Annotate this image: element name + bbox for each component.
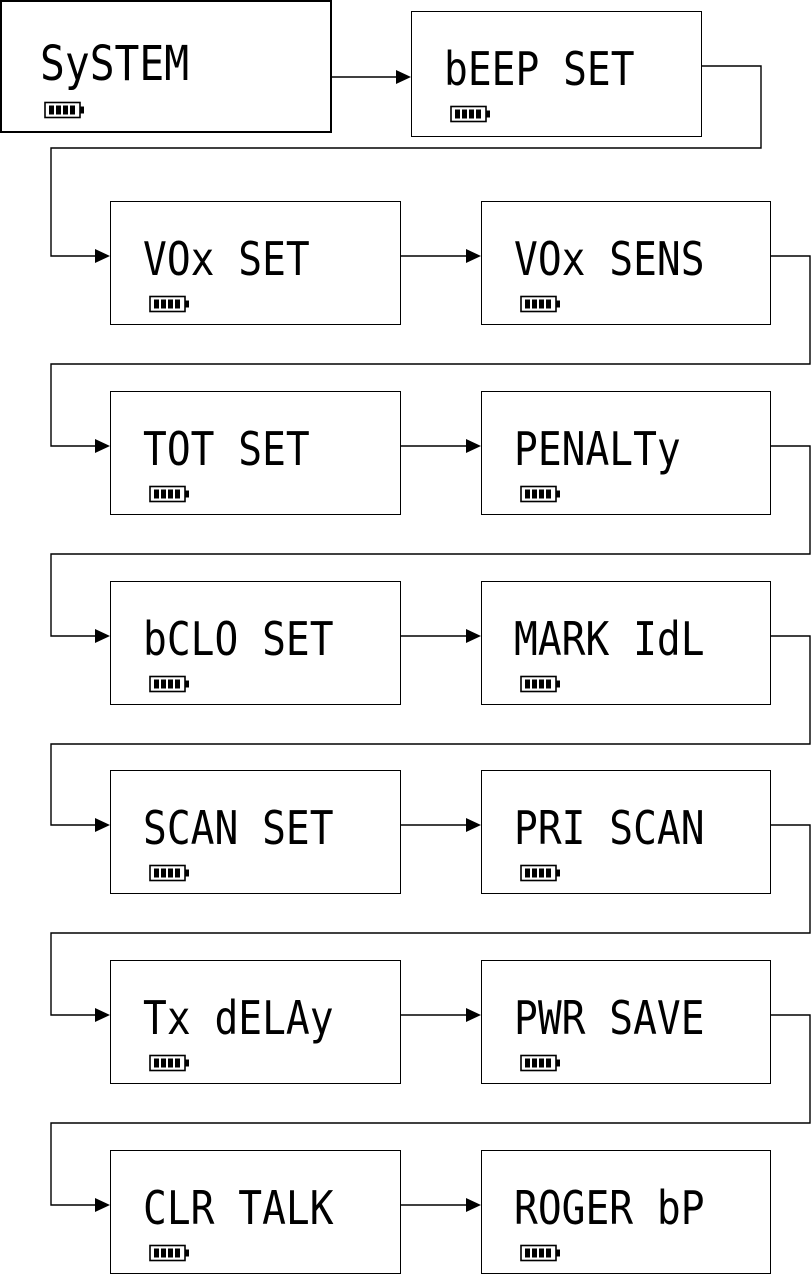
screen-label: CLR TALK bbox=[143, 1185, 334, 1231]
battery-icon bbox=[149, 864, 191, 882]
arrow-head bbox=[95, 1198, 110, 1212]
lcd-screen-tx-delay: Tx dELAy bbox=[110, 960, 401, 1084]
arrow-head bbox=[95, 629, 110, 643]
battery-icon bbox=[520, 295, 562, 313]
battery-icon bbox=[520, 1244, 562, 1262]
battery-icon bbox=[520, 864, 562, 882]
battery-icon bbox=[520, 1054, 562, 1072]
screen-label: MARK IdL bbox=[514, 616, 705, 662]
screen-label: VOx SET bbox=[143, 236, 310, 282]
arrow-head bbox=[95, 1008, 110, 1022]
arrow-head bbox=[396, 70, 411, 84]
lcd-screen-scan-set: SCAN SET bbox=[110, 770, 401, 894]
screen-label: PENALTy bbox=[514, 426, 681, 472]
arrow-head bbox=[466, 1008, 481, 1022]
lcd-screen-pwr-save: PWR SAVE bbox=[481, 960, 771, 1084]
battery-icon bbox=[149, 675, 191, 693]
lcd-screen-system: SySTEM bbox=[0, 0, 332, 133]
screen-label: Tx dELAy bbox=[143, 995, 334, 1041]
battery-icon bbox=[520, 485, 562, 503]
arrow-head bbox=[95, 249, 110, 263]
screen-label: SCAN SET bbox=[143, 805, 334, 851]
lcd-screen-roger-bp: ROGER bP bbox=[481, 1150, 771, 1274]
screen-label: PWR SAVE bbox=[514, 995, 705, 1041]
arrow-head bbox=[466, 1198, 481, 1212]
lcd-screen-vox-set: VOx SET bbox=[110, 201, 401, 325]
lcd-screen-clr-talk: CLR TALK bbox=[110, 1150, 401, 1274]
arrow-head bbox=[466, 249, 481, 263]
lcd-screen-beep-set: bEEP SET bbox=[411, 11, 702, 137]
lcd-screen-bclo-set: bCLO SET bbox=[110, 581, 401, 705]
arrow-head bbox=[95, 439, 110, 453]
battery-icon bbox=[149, 485, 191, 503]
lcd-screen-penalty: PENALTy bbox=[481, 391, 771, 515]
battery-icon bbox=[149, 1054, 191, 1072]
screen-label: VOx SENS bbox=[514, 236, 705, 282]
arrow-head bbox=[95, 818, 110, 832]
screen-label: bEEP SET bbox=[444, 46, 635, 92]
battery-icon bbox=[149, 1244, 191, 1262]
arrow-head bbox=[466, 439, 481, 453]
battery-icon bbox=[520, 675, 562, 693]
screen-label: ROGER bP bbox=[514, 1185, 705, 1231]
arrow-head bbox=[466, 818, 481, 832]
screen-label: PRI SCAN bbox=[514, 805, 705, 851]
battery-icon bbox=[44, 101, 86, 119]
arrow-head bbox=[466, 629, 481, 643]
battery-icon bbox=[450, 105, 492, 123]
lcd-screen-tot-set: TOT SET bbox=[110, 391, 401, 515]
screen-label: TOT SET bbox=[143, 426, 310, 472]
lcd-screen-mark-idl: MARK IdL bbox=[481, 581, 771, 705]
screen-label: bCLO SET bbox=[143, 616, 334, 662]
lcd-screen-pri-scan: PRI SCAN bbox=[481, 770, 771, 894]
battery-icon bbox=[149, 295, 191, 313]
screen-label: SySTEM bbox=[40, 40, 189, 88]
lcd-screen-vox-sens: VOx SENS bbox=[481, 201, 771, 325]
